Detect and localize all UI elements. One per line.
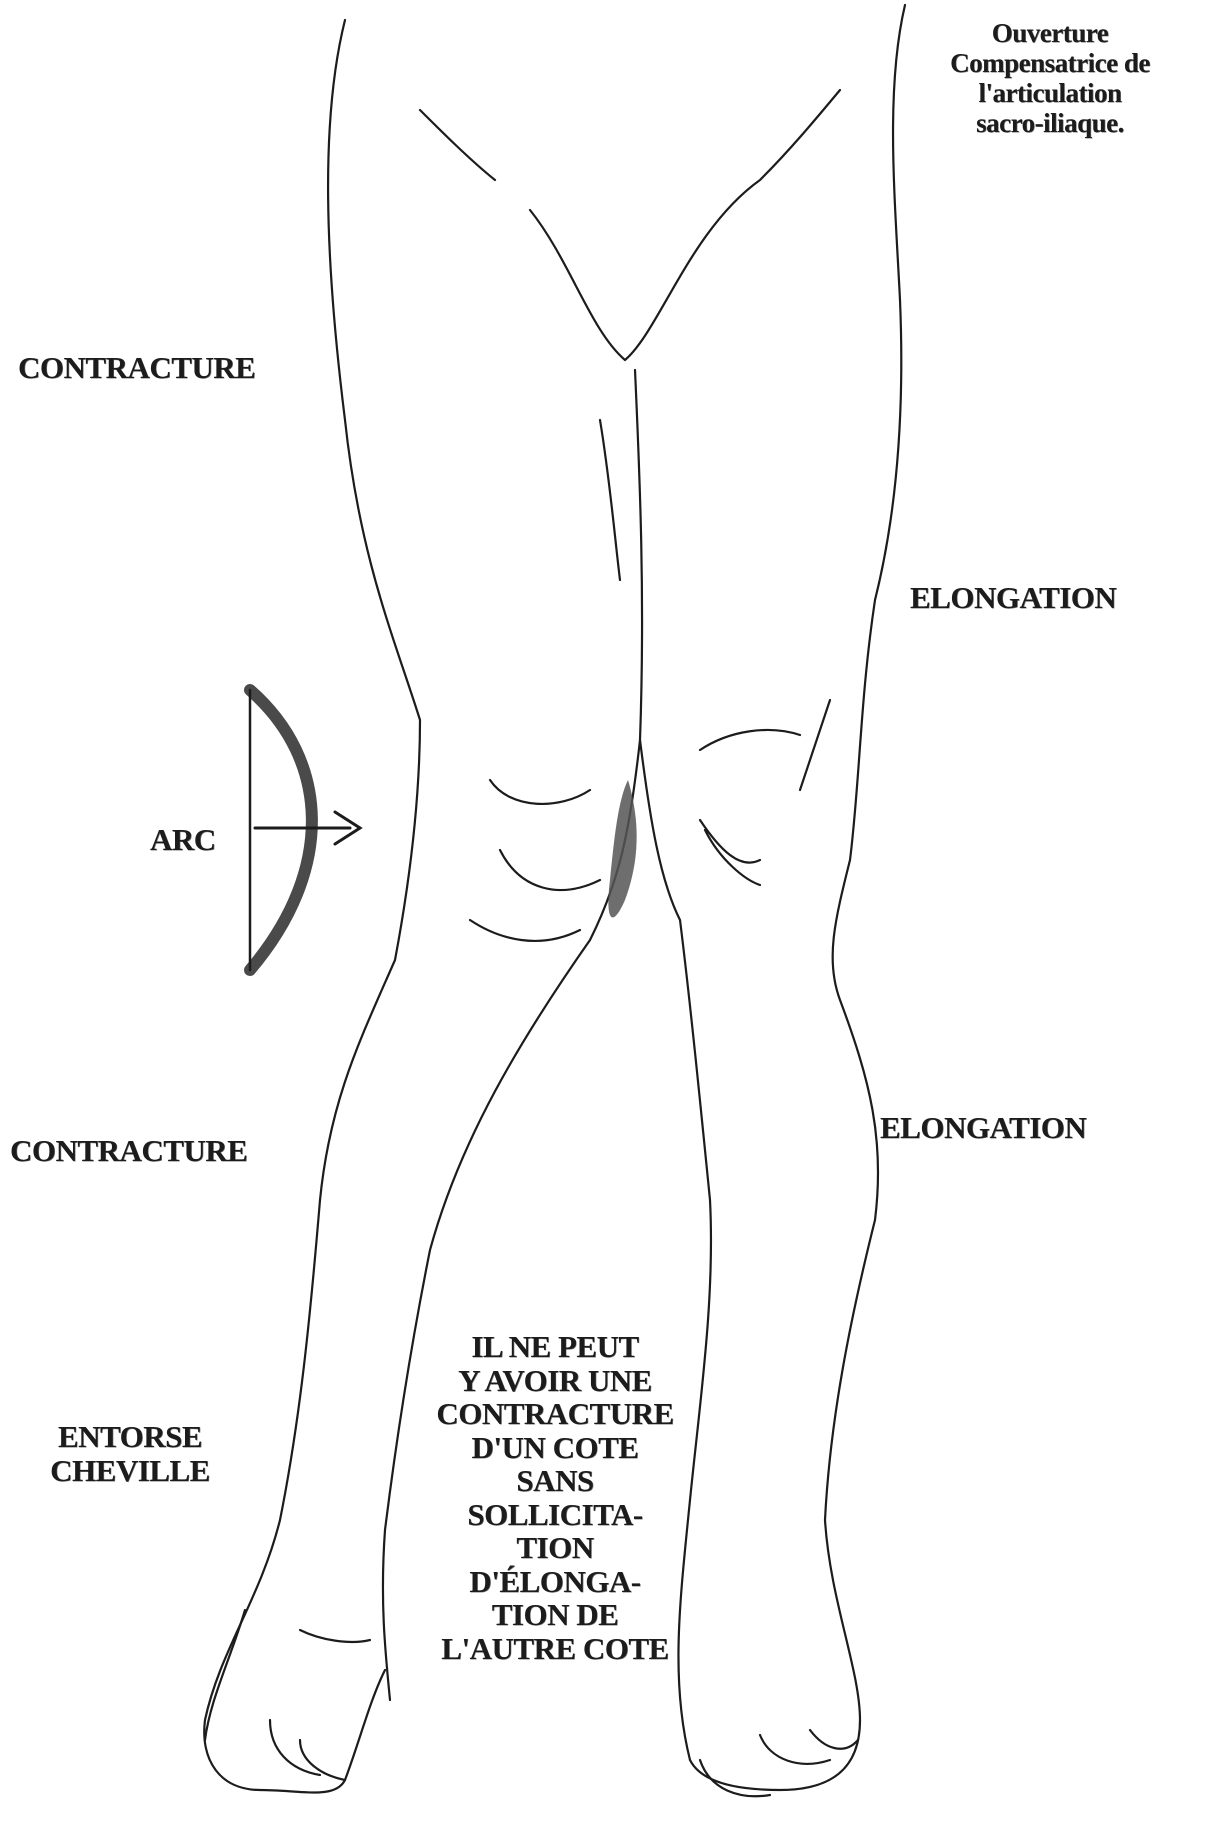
arc-label: ARC <box>150 822 216 858</box>
contracture-upper-label: CONTRACTURE <box>18 350 255 386</box>
sacro-line-4: sacro-iliaque. <box>900 108 1200 138</box>
sacro-line-2: Compensatrice de <box>900 48 1200 78</box>
note-line-7: TION <box>400 1531 710 1565</box>
knee-shadow <box>608 780 636 917</box>
note-line-4: D'UN COTE <box>400 1431 710 1465</box>
note-line-3: CONTRACTURE <box>400 1397 710 1431</box>
thigh-marks <box>420 110 620 580</box>
crotch-curve <box>530 90 840 360</box>
bow-limb <box>250 690 312 970</box>
left-leg-outline <box>204 20 420 1793</box>
left-knee-marks <box>470 780 600 941</box>
note-line-2: Y AVOIR UNE <box>400 1364 710 1398</box>
right-leg-outline <box>690 5 905 1790</box>
sacro-iliac-label: Ouverture Compensatrice de l'articulatio… <box>900 18 1200 138</box>
entorse-label: ENTORSE CHEVILLE <box>30 1420 230 1488</box>
right-knee-marks <box>700 700 830 885</box>
contracture-lower-label: CONTRACTURE <box>10 1133 247 1169</box>
note-line-5: SANS <box>400 1464 710 1498</box>
note-line-6: SOLLICITA- <box>400 1498 710 1532</box>
left-foot-outline <box>205 1610 345 1780</box>
entorse-line-2: CHEVILLE <box>30 1454 230 1488</box>
note-line-9: TION DE <box>400 1598 710 1632</box>
note-line-1: IL NE PEUT <box>400 1330 710 1364</box>
bow-symbol <box>250 690 360 970</box>
entorse-line-1: ENTORSE <box>30 1420 230 1454</box>
note-line-10: L'AUTRE COTE <box>400 1632 710 1666</box>
elongation-lower-label: ELONGATION <box>880 1110 1086 1146</box>
sacro-line-1: Ouverture <box>900 18 1200 48</box>
ankle-marks <box>300 1630 370 1642</box>
sacro-line-3: l'articulation <box>900 78 1200 108</box>
right-foot-toes <box>700 1730 858 1796</box>
note-line-8: D'ÉLONGA- <box>400 1565 710 1599</box>
note-label: IL NE PEUT Y AVOIR UNE CONTRACTURE D'UN … <box>400 1330 710 1665</box>
elongation-upper-label: ELONGATION <box>910 580 1116 616</box>
